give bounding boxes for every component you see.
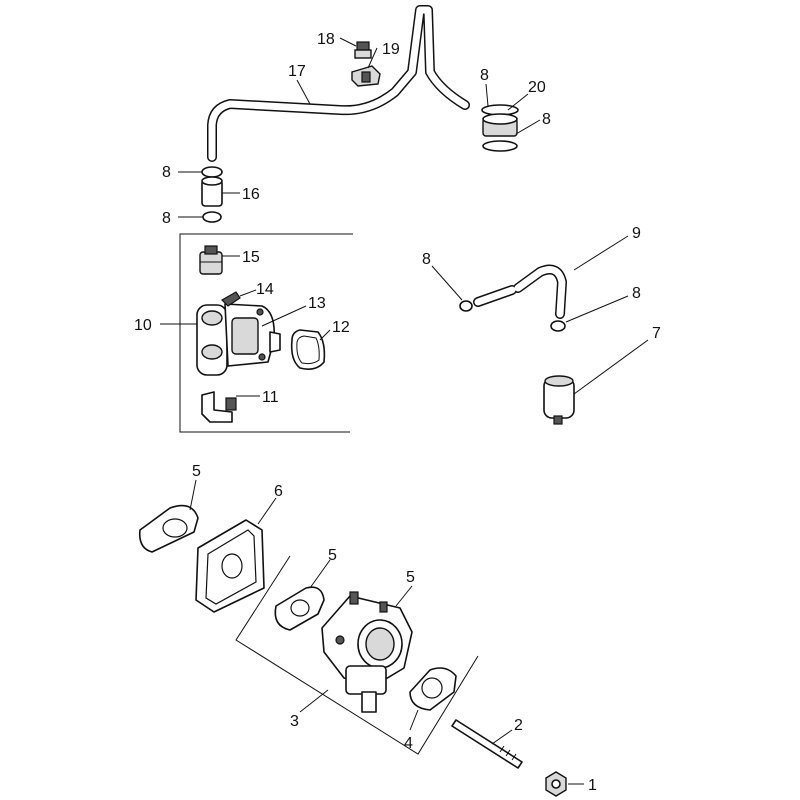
elbow-fitting-11 xyxy=(201,391,237,423)
callout-20: 20 xyxy=(528,79,546,96)
callout-3: 3 xyxy=(290,713,299,730)
fuel-line-17 xyxy=(207,5,470,162)
clamp-8-fuel-line-right xyxy=(550,320,566,332)
ring-20 xyxy=(482,113,518,137)
callout-18: 18 xyxy=(317,31,335,48)
gasket-4 xyxy=(409,667,457,711)
callout-10: 10 xyxy=(134,317,152,334)
callout-8-left-lower: 8 xyxy=(162,210,171,227)
heat-shield-6 xyxy=(195,519,265,613)
callout-5-middle: 5 xyxy=(328,547,337,564)
leader-lines xyxy=(160,37,649,785)
callout-12: 12 xyxy=(332,319,350,336)
callout-8-fuel-line-left: 8 xyxy=(422,251,431,268)
callout-8-left-upper: 8 xyxy=(162,164,171,181)
clamp-8-upper-left xyxy=(201,166,223,178)
callout-8-fuel-line-right: 8 xyxy=(632,285,641,302)
callout-14: 14 xyxy=(256,281,274,298)
callout-5-right: 5 xyxy=(406,569,415,586)
callout-7: 7 xyxy=(652,325,661,342)
fuel-pump-group-frame xyxy=(179,233,353,433)
carburetor-group-frame xyxy=(235,555,479,755)
clip-19 xyxy=(351,65,381,87)
gasket-12 xyxy=(290,329,326,370)
clip-14 xyxy=(221,291,241,307)
callout-19: 19 xyxy=(382,41,400,58)
callout-1: 1 xyxy=(588,777,597,794)
callout-9: 9 xyxy=(632,225,641,242)
callout-2: 2 xyxy=(514,717,523,734)
clamp-8-lower-left xyxy=(202,211,222,223)
carburetor xyxy=(321,591,413,713)
callout-15: 15 xyxy=(242,249,260,266)
callout-8-right: 8 xyxy=(542,111,551,128)
clamp-8-lower-right xyxy=(482,140,518,152)
fitting-18 xyxy=(354,41,372,59)
hose-16 xyxy=(201,176,223,207)
callout-labels: 18 19 17 8 20 8 8 16 8 15 14 13 12 10 11… xyxy=(134,31,661,794)
callout-8-top-right: 8 xyxy=(480,67,489,84)
callout-6: 6 xyxy=(274,483,283,500)
gasket-5-left xyxy=(138,504,199,553)
fuel-filter-7 xyxy=(543,375,575,425)
callout-13: 13 xyxy=(308,295,326,312)
callout-17: 17 xyxy=(288,63,306,80)
clamp-8-fuel-line-left xyxy=(459,300,473,312)
fuel-line-9 xyxy=(473,264,567,319)
callout-5-left: 5 xyxy=(192,463,201,480)
callout-4: 4 xyxy=(404,735,413,752)
callout-11: 11 xyxy=(262,389,279,406)
gasket-5-middle xyxy=(274,586,325,631)
callout-16: 16 xyxy=(242,186,260,203)
stud-2 xyxy=(451,719,523,769)
nut-1 xyxy=(545,771,567,797)
fuel-pump-body xyxy=(196,303,281,376)
fitting-15 xyxy=(199,245,223,275)
